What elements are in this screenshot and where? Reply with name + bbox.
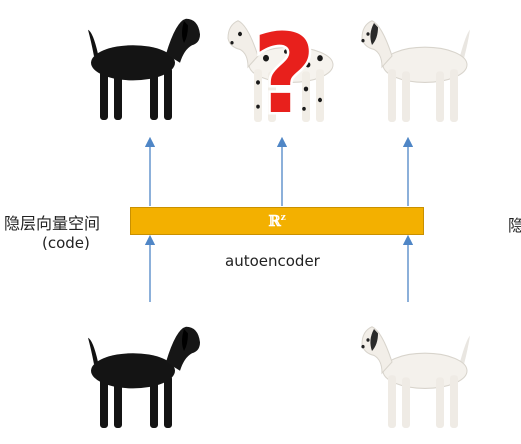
input-dog-white [360,326,471,429]
output-dog-white [360,20,471,123]
latent-space-label-cut: 隐 [508,216,521,235]
input-dog-black [88,326,200,428]
latent-code-bar: ℝz [130,207,424,235]
output-dog-black [88,18,200,120]
code-space-symbol: ℝz [131,212,423,230]
code-space-superscript: z [280,213,286,223]
code-space-letter: ℝ [268,212,281,230]
latent-space-label: 隐层向量空间 [4,214,101,233]
autoencoder-label: autoencoder [225,252,320,270]
latent-space-code-label: (code) [42,234,90,252]
question-mark: ? [252,10,316,138]
